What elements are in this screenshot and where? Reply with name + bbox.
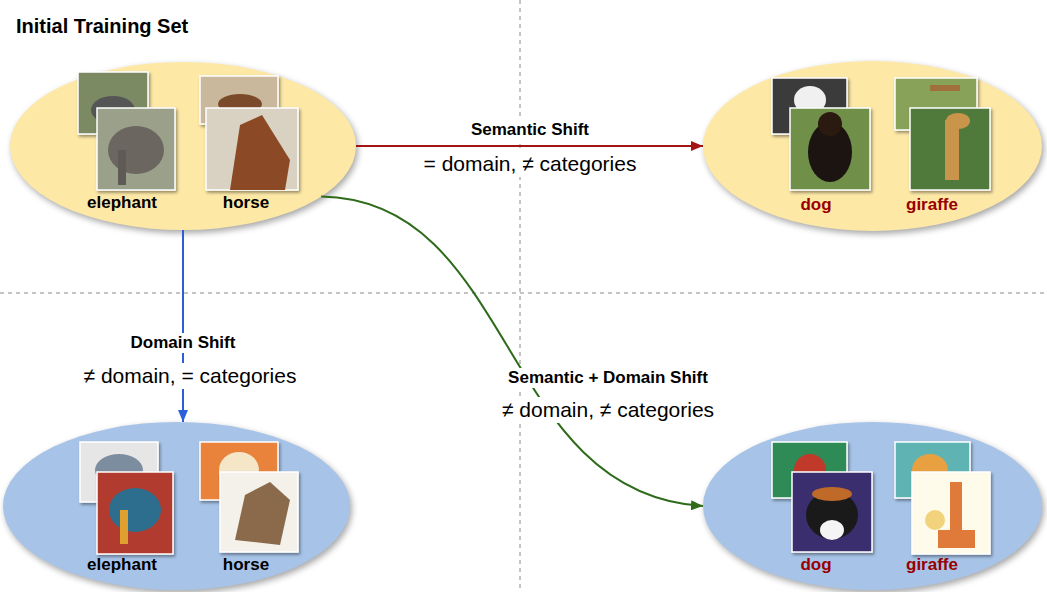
shift-description: = domain, ≠ categories — [421, 151, 640, 176]
vertical-divider — [520, 0, 521, 592]
ellipse-outline — [703, 61, 1042, 231]
category-label: elephant — [87, 193, 157, 213]
category-label: giraffe — [906, 555, 958, 575]
category-label: horse — [223, 555, 269, 575]
shift-name: Semantic Shift — [468, 120, 592, 140]
category-label: horse — [223, 193, 269, 213]
shift-arrow — [182, 230, 184, 422]
shift-description: ≠ domain, = categories — [81, 363, 300, 388]
dataset-ellipse: elephant horse — [10, 62, 356, 230]
category-label: dog — [800, 555, 831, 575]
ellipse-fill — [703, 422, 1042, 590]
shift-description: ≠ domain, ≠ categories — [499, 397, 717, 422]
ellipse-outline — [10, 62, 356, 230]
horizontal-divider — [0, 293, 1047, 294]
ellipse-fill — [10, 62, 356, 230]
giraffe-photos — [895, 78, 990, 190]
diagram-title: Initial Training Set — [16, 14, 188, 38]
shift-arrow — [356, 145, 703, 147]
dataset-ellipse: dog giraffe — [703, 61, 1042, 231]
shift-name: Domain Shift — [128, 333, 239, 353]
category-label: giraffe — [906, 195, 958, 215]
shift-arrow — [321, 197, 703, 506]
shift-name: Semantic + Domain Shift — [505, 368, 711, 388]
ellipse-fill — [3, 422, 350, 590]
category-label: dog — [800, 195, 831, 215]
ellipse-fill — [703, 61, 1042, 231]
category-label: elephant — [87, 555, 157, 575]
